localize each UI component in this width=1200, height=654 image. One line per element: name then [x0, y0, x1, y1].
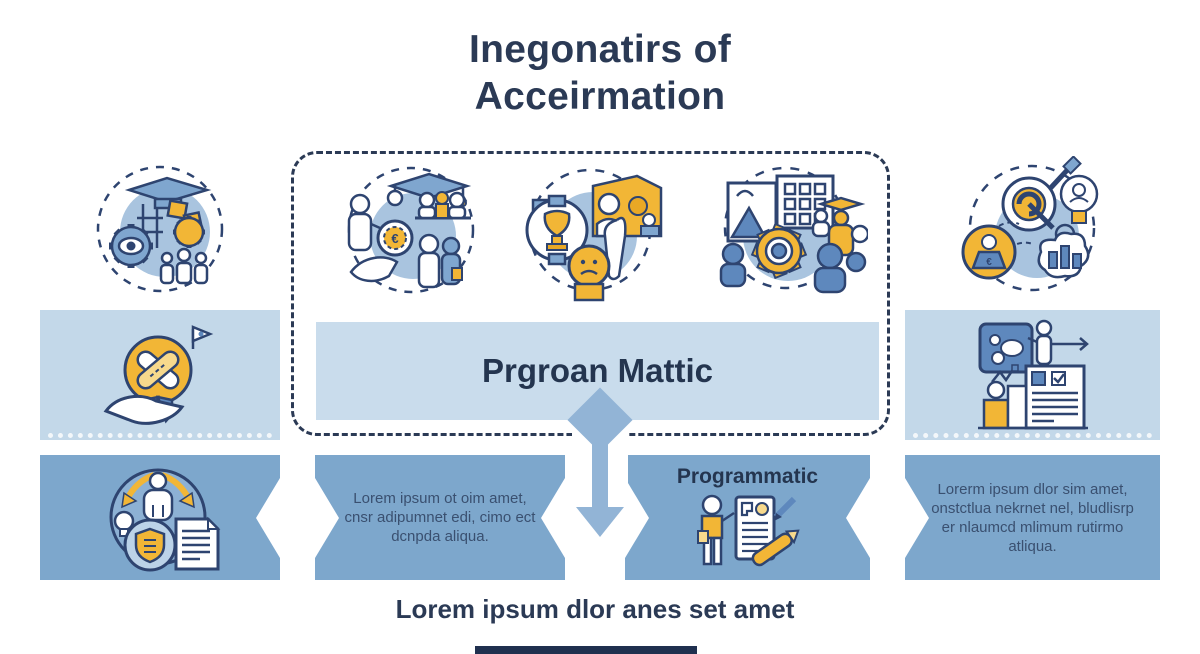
programmatic-label: Programmatic — [676, 465, 819, 488]
page-title-line2: Acceirmation — [474, 75, 726, 118]
mentorship-handover-icon: € — [333, 156, 483, 302]
caption-text: Lorem ipsum dlor anes set amet — [395, 594, 795, 624]
strategy-box — [40, 455, 280, 580]
flow-arrow-down — [592, 428, 608, 508]
svg-text:€: € — [986, 257, 992, 268]
lorem-left-text: Lorem ipsum ot oim amet, cnsr adipumnet … — [344, 490, 536, 545]
lorem-right-box: Lorerm ipsum dlor sim amet, onstctlua ne… — [905, 455, 1160, 580]
community-building-icon — [703, 158, 868, 304]
globe-strategy-icon — [109, 468, 220, 571]
flow-arrow-down-head — [576, 507, 624, 537]
lorem-right-text: Lorerm ipsum dlor sim amet, onstctlua ne… — [931, 480, 1134, 555]
award-innovation-icon — [505, 158, 670, 304]
person-contract-icon — [696, 494, 800, 567]
footer-bar — [475, 646, 697, 654]
page-title-line1: Inegonatirs of — [468, 28, 732, 71]
lorem-left-box: Lorem ipsum ot oim amet, cnsr adipumnet … — [315, 455, 565, 580]
report-note-box — [905, 310, 1160, 440]
page-title: Inegonatirs of Acceirmation — [0, 26, 1200, 120]
badge-hand-icon — [103, 325, 213, 425]
target-goals-icon: € — [957, 156, 1107, 302]
presentation-report-icon — [978, 319, 1089, 430]
badge-note-box — [40, 310, 280, 440]
program-banner-label: Prgroan Mattic — [481, 352, 714, 389]
svg-text:€: € — [391, 231, 398, 246]
education-gears-icon — [85, 156, 235, 302]
programmatic-box: Programmatic — [625, 455, 870, 580]
